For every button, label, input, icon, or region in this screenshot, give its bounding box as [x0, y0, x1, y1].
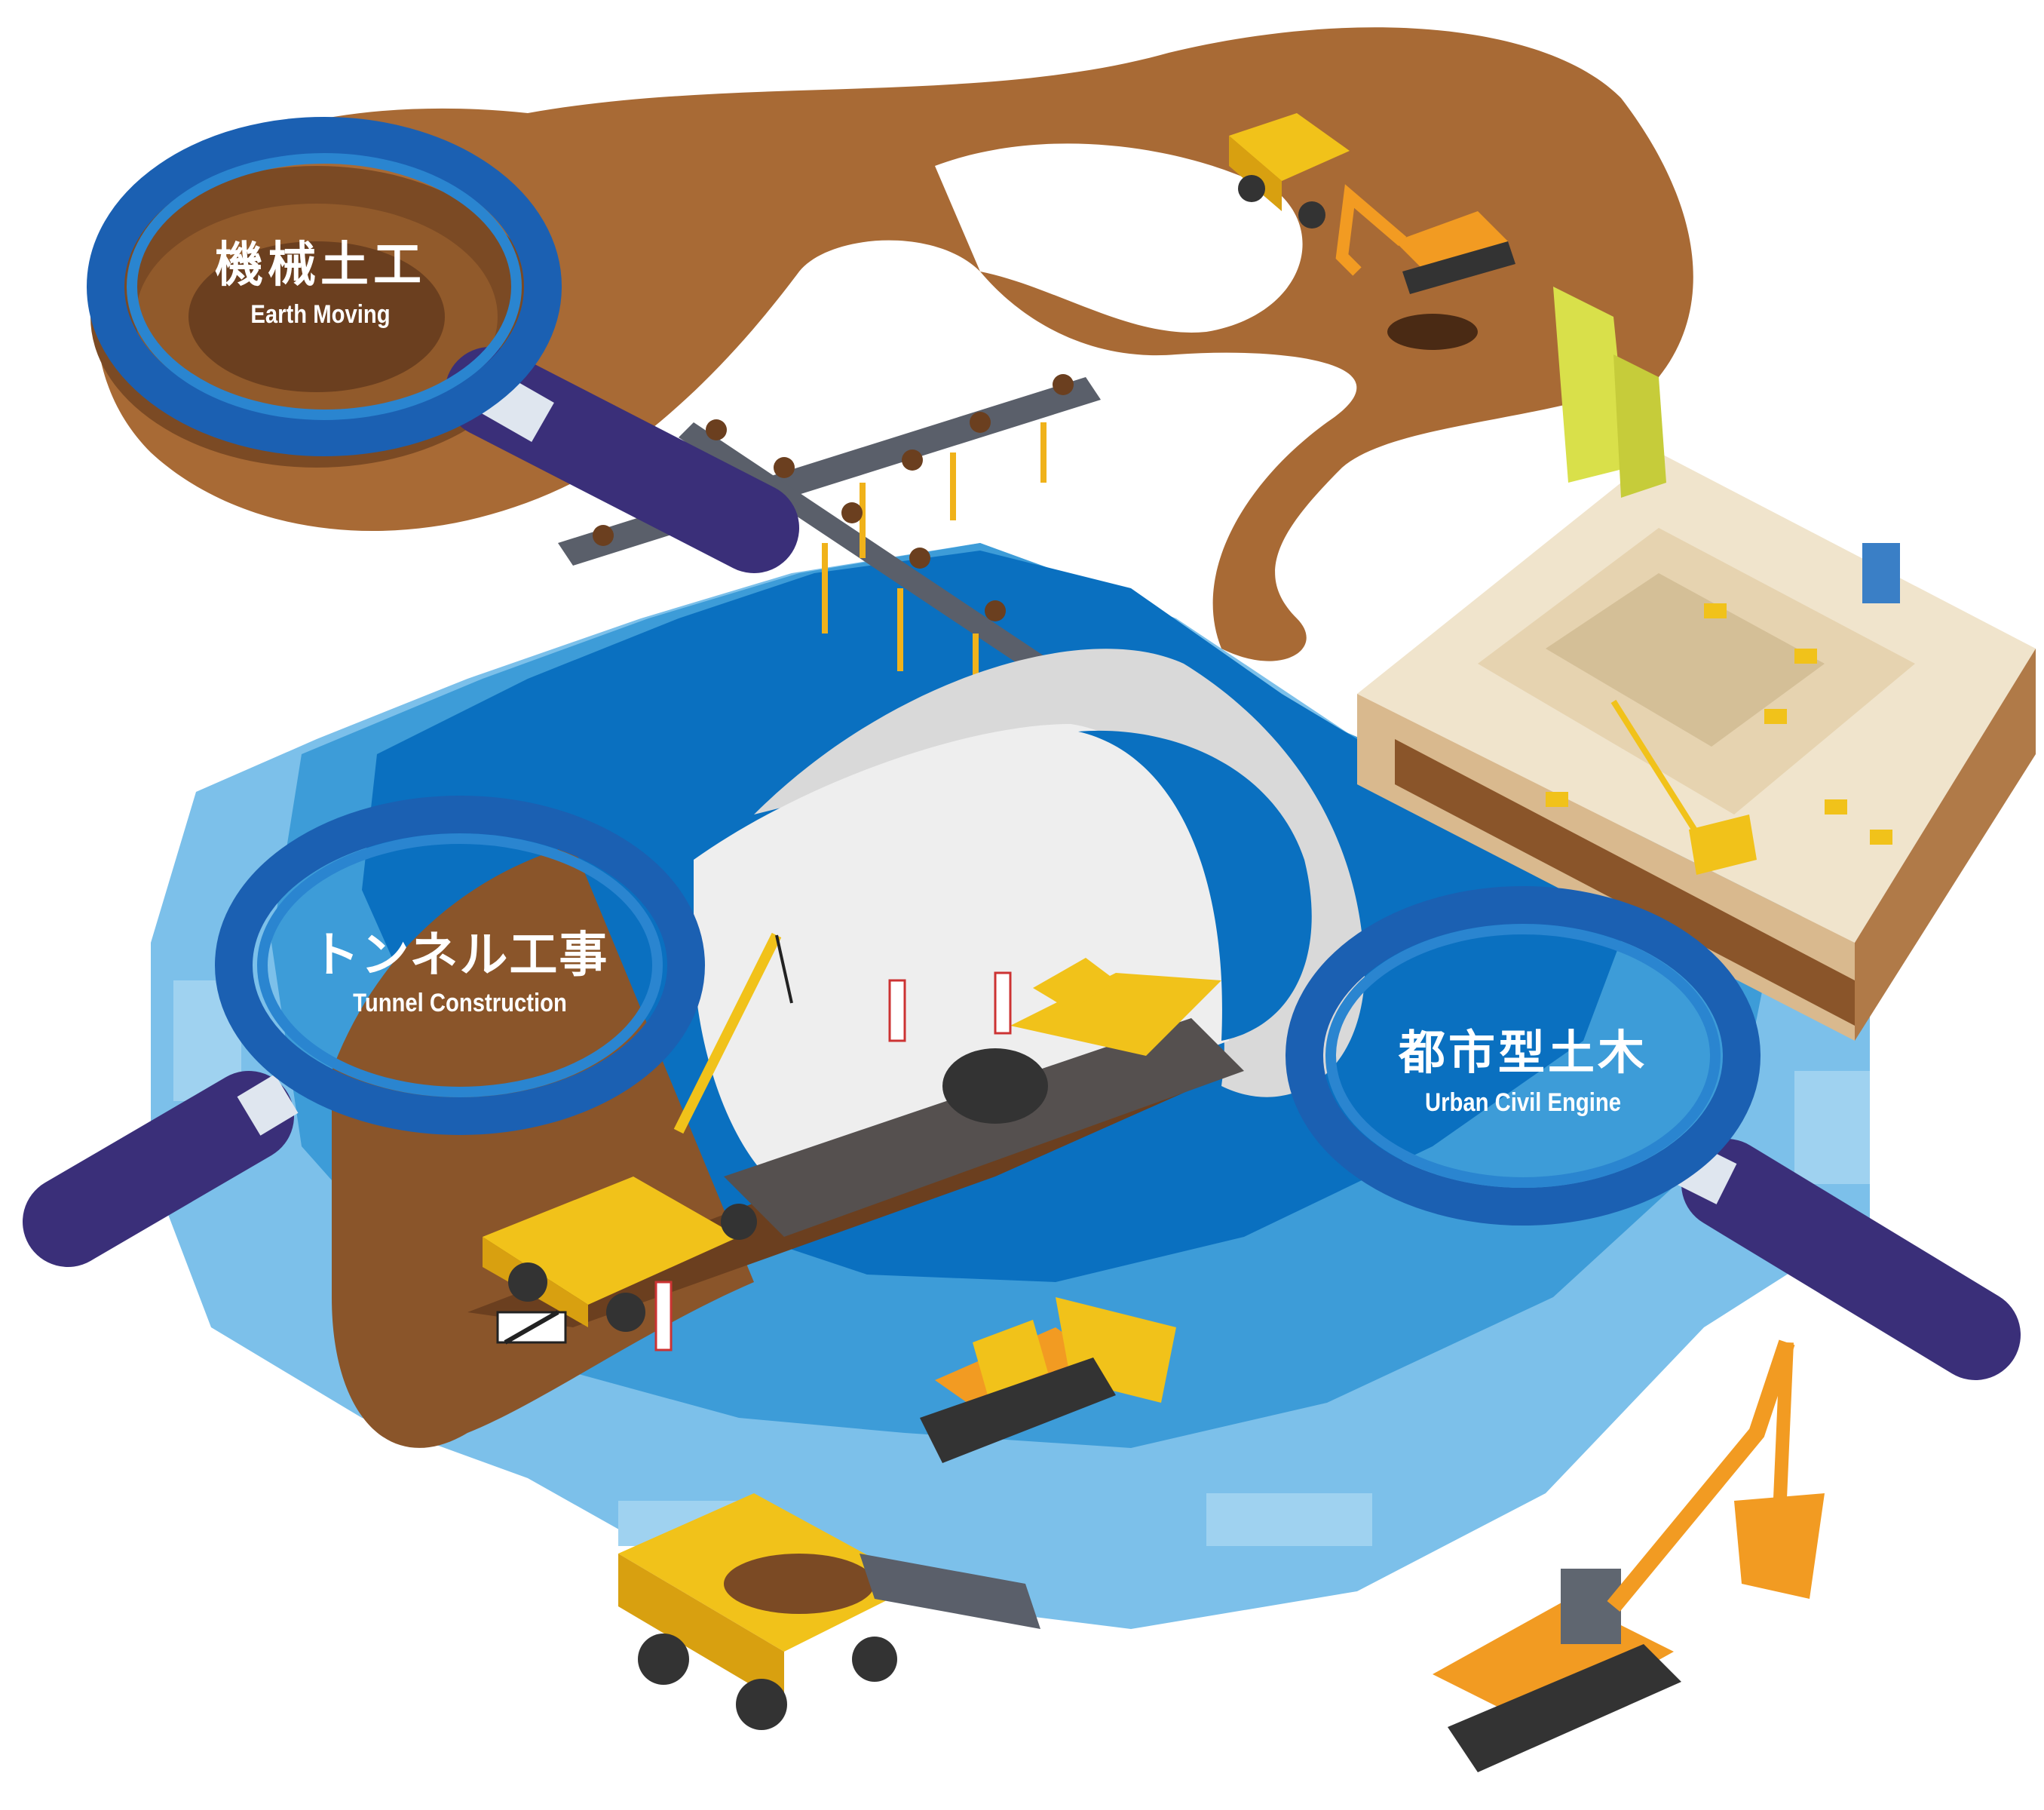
bulldozer	[920, 1297, 1176, 1463]
lens-title-ja: 機械土工	[215, 238, 426, 293]
dump-truck-top	[1229, 113, 1350, 229]
lens-title-en: Tunnel Construction	[353, 989, 567, 1017]
excavator-top	[1335, 184, 1515, 350]
barrier	[496, 1310, 567, 1345]
magnifier-icon	[87, 117, 799, 573]
mining-crane	[1610, 699, 1757, 875]
road-roller	[942, 958, 1221, 1124]
tunnel	[332, 649, 1365, 1448]
quarry-block	[1357, 287, 2036, 1041]
lens-label-urban-civil: 都市型土木 Urban Civil Engine	[1350, 1014, 1696, 1118]
haul-truck	[618, 1493, 1040, 1730]
workers	[654, 971, 1012, 1351]
lens-title-en: Earth Moving	[250, 300, 391, 329]
lens-title-en: Urban Civil Engine	[1425, 1088, 1621, 1117]
crane-truck	[483, 932, 793, 1332]
lens-label-tunnel-construction: トンネル工事 Tunnel Construction	[256, 916, 663, 1018]
crawler-excavator	[1433, 1339, 1825, 1772]
lens-title-ja: 都市型土木	[1398, 1025, 1647, 1080]
lens-title-ja: トンネル工事	[311, 928, 609, 983]
lens-label-earth-moving: 機械土工 Earth Moving	[143, 226, 498, 330]
magnifier-icon	[1286, 886, 2021, 1380]
magnifier-icon	[23, 796, 705, 1267]
